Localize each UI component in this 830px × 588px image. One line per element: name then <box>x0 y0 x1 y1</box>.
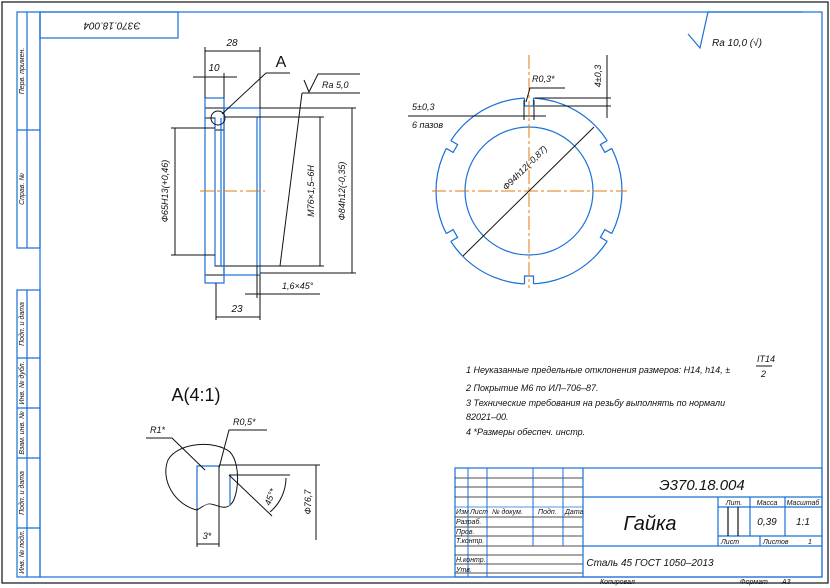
dim-r05: R0,5* <box>233 417 256 427</box>
dim-28: 28 <box>225 38 238 49</box>
hdr-list: Лист <box>469 509 488 516</box>
strip-label: Подп. и дата <box>18 471 26 515</box>
slot <box>599 139 614 154</box>
detail-title: A(4:1) <box>171 385 220 405</box>
role-tcontrol: Т.контр. <box>456 538 484 545</box>
lit-label: Лит. <box>725 500 742 507</box>
side-strip: Перв. примен. Справ. № Подп. и дата Инв.… <box>16 11 41 578</box>
strip-label: Справ. № <box>19 173 26 205</box>
hdr-izm: Изм <box>456 509 469 516</box>
dim-r03: R0,3* <box>532 74 555 84</box>
note-1: 1 Неуказанные предельные отклонения разм… <box>466 365 730 375</box>
stamp-number: Э370.18.004 <box>83 19 140 30</box>
scale-label: Масштаб <box>787 499 821 507</box>
note-4: 4 *Размеры обеспеч. инстр. <box>466 427 585 437</box>
dim-slot-depth: 4±0,3 <box>593 65 603 87</box>
note-fraction-den: 2 <box>760 369 766 379</box>
hdr-doc: № докум. <box>492 508 523 516</box>
role-ncontrol: Н.контр. <box>456 557 486 564</box>
dim-chamfer: 1,6×45° <box>282 281 314 291</box>
note-fraction-num: IT14 <box>757 354 775 364</box>
drawing-number: Э370.18.004 <box>659 477 744 494</box>
view-label-a: A <box>276 54 287 71</box>
copied-label: Копировал <box>600 579 635 586</box>
role-checker: Пров. <box>456 529 475 536</box>
note-2: 2 Покрытие М6 по ИЛ–706–87. <box>465 383 599 393</box>
mass-value: 0,39 <box>757 517 777 528</box>
dim-angle: 45°* <box>263 487 278 507</box>
dim-slot-width: 5±0,3 <box>412 102 434 112</box>
mass-label: Масса <box>757 500 778 507</box>
material: Сталь 45 ГОСТ 1050–2013 <box>586 558 714 569</box>
dim-r1: R1* <box>150 425 166 435</box>
rotated-stamp: Э370.18.004 <box>39 11 179 39</box>
format-value: А3 <box>781 579 791 586</box>
part-name: Гайка <box>623 513 676 535</box>
sheets-label: Листов <box>762 539 789 546</box>
section-view: 28 10 A Ra 5,0 Ф65H13(+0,46) M76×1,5–6H … <box>160 38 360 320</box>
strip-label: Подп. и дата <box>18 302 26 346</box>
dim-10: 10 <box>208 63 220 74</box>
note-3: 3 Технические требования на резьбу выпол… <box>466 398 725 408</box>
slot-count: 6 пазов <box>412 120 443 130</box>
note-3-cont: 82021–00. <box>466 412 509 422</box>
slot <box>599 228 614 243</box>
sheets-value: 1 <box>808 539 812 546</box>
strip-label: Взам. инв. № <box>19 411 26 455</box>
front-view: Ф94h12(-0,87) 5±0,3 6 пазов R0,3* 4±0,3 <box>408 55 627 288</box>
dim-d94: Ф94h12(-0,87) <box>501 144 550 193</box>
role-developer: Разраб. <box>456 518 481 526</box>
roughness-ra5: Ra 5,0 <box>322 80 349 90</box>
dim-d767: Ф76,7 <box>303 489 313 515</box>
dim-outer: Ф84h12(-0,35) <box>337 162 347 221</box>
scale-value: 1:1 <box>796 517 810 528</box>
slot <box>444 228 459 243</box>
strip-label: Инв. № дубл. <box>18 361 26 404</box>
slot <box>444 139 459 154</box>
dim-width3: 3* <box>203 531 212 541</box>
hdr-sign: Подп. <box>538 508 557 516</box>
technical-notes: 1 Неуказанные предельные отклонения разм… <box>465 354 775 437</box>
role-approved: Утв. <box>455 567 472 574</box>
detail-view: A(4:1) R1* R0,5* Ф76,7 45°* 3* <box>146 385 320 547</box>
dim-thread: M76×1,5–6H <box>306 165 316 217</box>
sheet-label: Лист <box>720 539 739 546</box>
strip-label: Инв. № подл. <box>18 530 26 573</box>
dim-23: 23 <box>230 304 243 315</box>
dim-bore: Ф65H13(+0,46) <box>160 160 170 222</box>
hdr-date: Дата <box>564 509 584 516</box>
title-block: Э370.18.004 Гайка Сталь 45 ГОСТ 1050–201… <box>454 467 823 586</box>
general-roughness: Ra 10,0 (√) <box>687 11 802 50</box>
roughness-text: Ra 10,0 (√) <box>712 37 762 49</box>
format-label: Формат <box>740 579 768 586</box>
strip-label: Перв. примен. <box>19 48 26 95</box>
